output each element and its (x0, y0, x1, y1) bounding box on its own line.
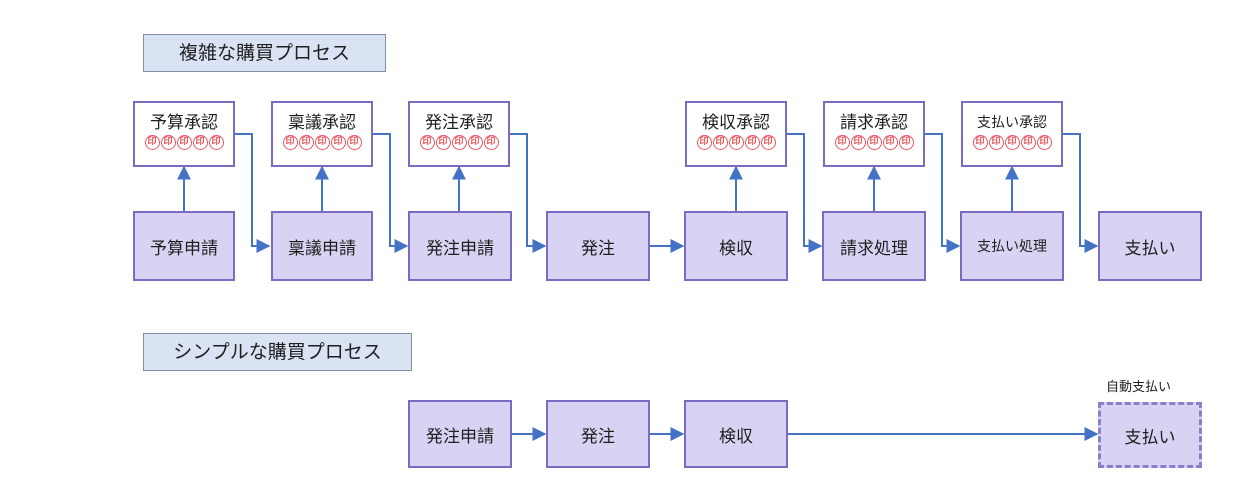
seal-stamp-icon: 印 (208, 135, 224, 150)
seal-stamp-icon: 印 (330, 135, 346, 150)
complex-process-title: 複雑な購買プロセス (143, 34, 386, 72)
approval-label: 発注承認 (425, 113, 493, 133)
simple-step-inspection: 検収 (684, 400, 788, 468)
simple-step-order: 発注 (546, 400, 650, 468)
step-invoice-processing: 請求処理 (822, 211, 926, 281)
seal-stamp-icon: 印 (144, 135, 160, 150)
seal-stamp-icon: 印 (282, 135, 298, 150)
step-inspection: 検収 (684, 211, 788, 281)
step-order-request: 発注申請 (408, 211, 512, 281)
seal-stamp-icon: 印 (696, 135, 712, 150)
stamp-row: 印印印印印 (972, 135, 1052, 150)
seal-stamp-icon: 印 (972, 135, 988, 150)
approval-label: 請求承認 (840, 113, 908, 133)
approval-payment: 支払い承認 印印印印印 (961, 101, 1063, 167)
approval-inspection: 検収承認 印印印印印 (685, 101, 787, 167)
approval-label: 支払い承認 (977, 115, 1047, 131)
approval-invoice: 請求承認 印印印印印 (823, 101, 925, 167)
seal-stamp-icon: 印 (988, 135, 1004, 150)
seal-stamp-icon: 印 (314, 135, 330, 150)
seal-stamp-icon: 印 (744, 135, 760, 150)
stamp-row: 印印印印印 (419, 135, 499, 150)
seal-stamp-icon: 印 (298, 135, 314, 150)
seal-stamp-icon: 印 (882, 135, 898, 150)
simple-step-payment: 支払い (1098, 402, 1202, 468)
seal-stamp-icon: 印 (1036, 135, 1052, 150)
simple-process-title: シンプルな購買プロセス (143, 333, 412, 371)
arrow-next-6 (925, 133, 961, 253)
seal-stamp-icon: 印 (346, 135, 362, 150)
approval-ringi: 稟議承認 印印印印印 (271, 101, 373, 167)
seal-stamp-icon: 印 (1020, 135, 1036, 150)
seal-stamp-icon: 印 (192, 135, 208, 150)
step-payment-processing: 支払い処理 (960, 211, 1064, 281)
seal-stamp-icon: 印 (435, 135, 451, 150)
seal-stamp-icon: 印 (160, 135, 176, 150)
approval-order: 発注承認 印印印印印 (408, 101, 510, 167)
step-order: 発注 (546, 211, 650, 281)
arrow-next-2 (373, 133, 409, 253)
seal-stamp-icon: 印 (467, 135, 483, 150)
arrow-next-3 (510, 133, 547, 253)
seal-stamp-icon: 印 (451, 135, 467, 150)
seal-stamp-icon: 印 (712, 135, 728, 150)
stamp-row: 印印印印印 (696, 135, 776, 150)
seal-stamp-icon: 印 (866, 135, 882, 150)
step-payment: 支払い (1098, 211, 1202, 281)
stamp-row: 印印印印印 (834, 135, 914, 150)
seal-stamp-icon: 印 (760, 135, 776, 150)
seal-stamp-icon: 印 (419, 135, 435, 150)
auto-pay-note: 自動支払い (1106, 380, 1172, 395)
approval-label: 予算承認 (150, 113, 218, 133)
seal-stamp-icon: 印 (898, 135, 914, 150)
stamp-row: 印印印印印 (144, 135, 224, 150)
seal-stamp-icon: 印 (1004, 135, 1020, 150)
seal-stamp-icon: 印 (483, 135, 499, 150)
step-ringi-request: 稟議申請 (271, 211, 373, 281)
seal-stamp-icon: 印 (728, 135, 744, 150)
seal-stamp-icon: 印 (850, 135, 866, 150)
arrow-next-5 (787, 133, 823, 253)
approval-budget: 予算承認 印印印印印 (133, 101, 235, 167)
stamp-row: 印印印印印 (282, 135, 362, 150)
arrow-next-7 (1063, 133, 1099, 253)
approval-label: 検収承認 (702, 113, 770, 133)
seal-stamp-icon: 印 (176, 135, 192, 150)
step-budget-request: 予算申請 (133, 211, 235, 281)
approval-label: 稟議承認 (288, 113, 356, 133)
arrow-next-1 (235, 133, 271, 253)
simple-step-order-request: 発注申請 (408, 400, 512, 468)
seal-stamp-icon: 印 (834, 135, 850, 150)
